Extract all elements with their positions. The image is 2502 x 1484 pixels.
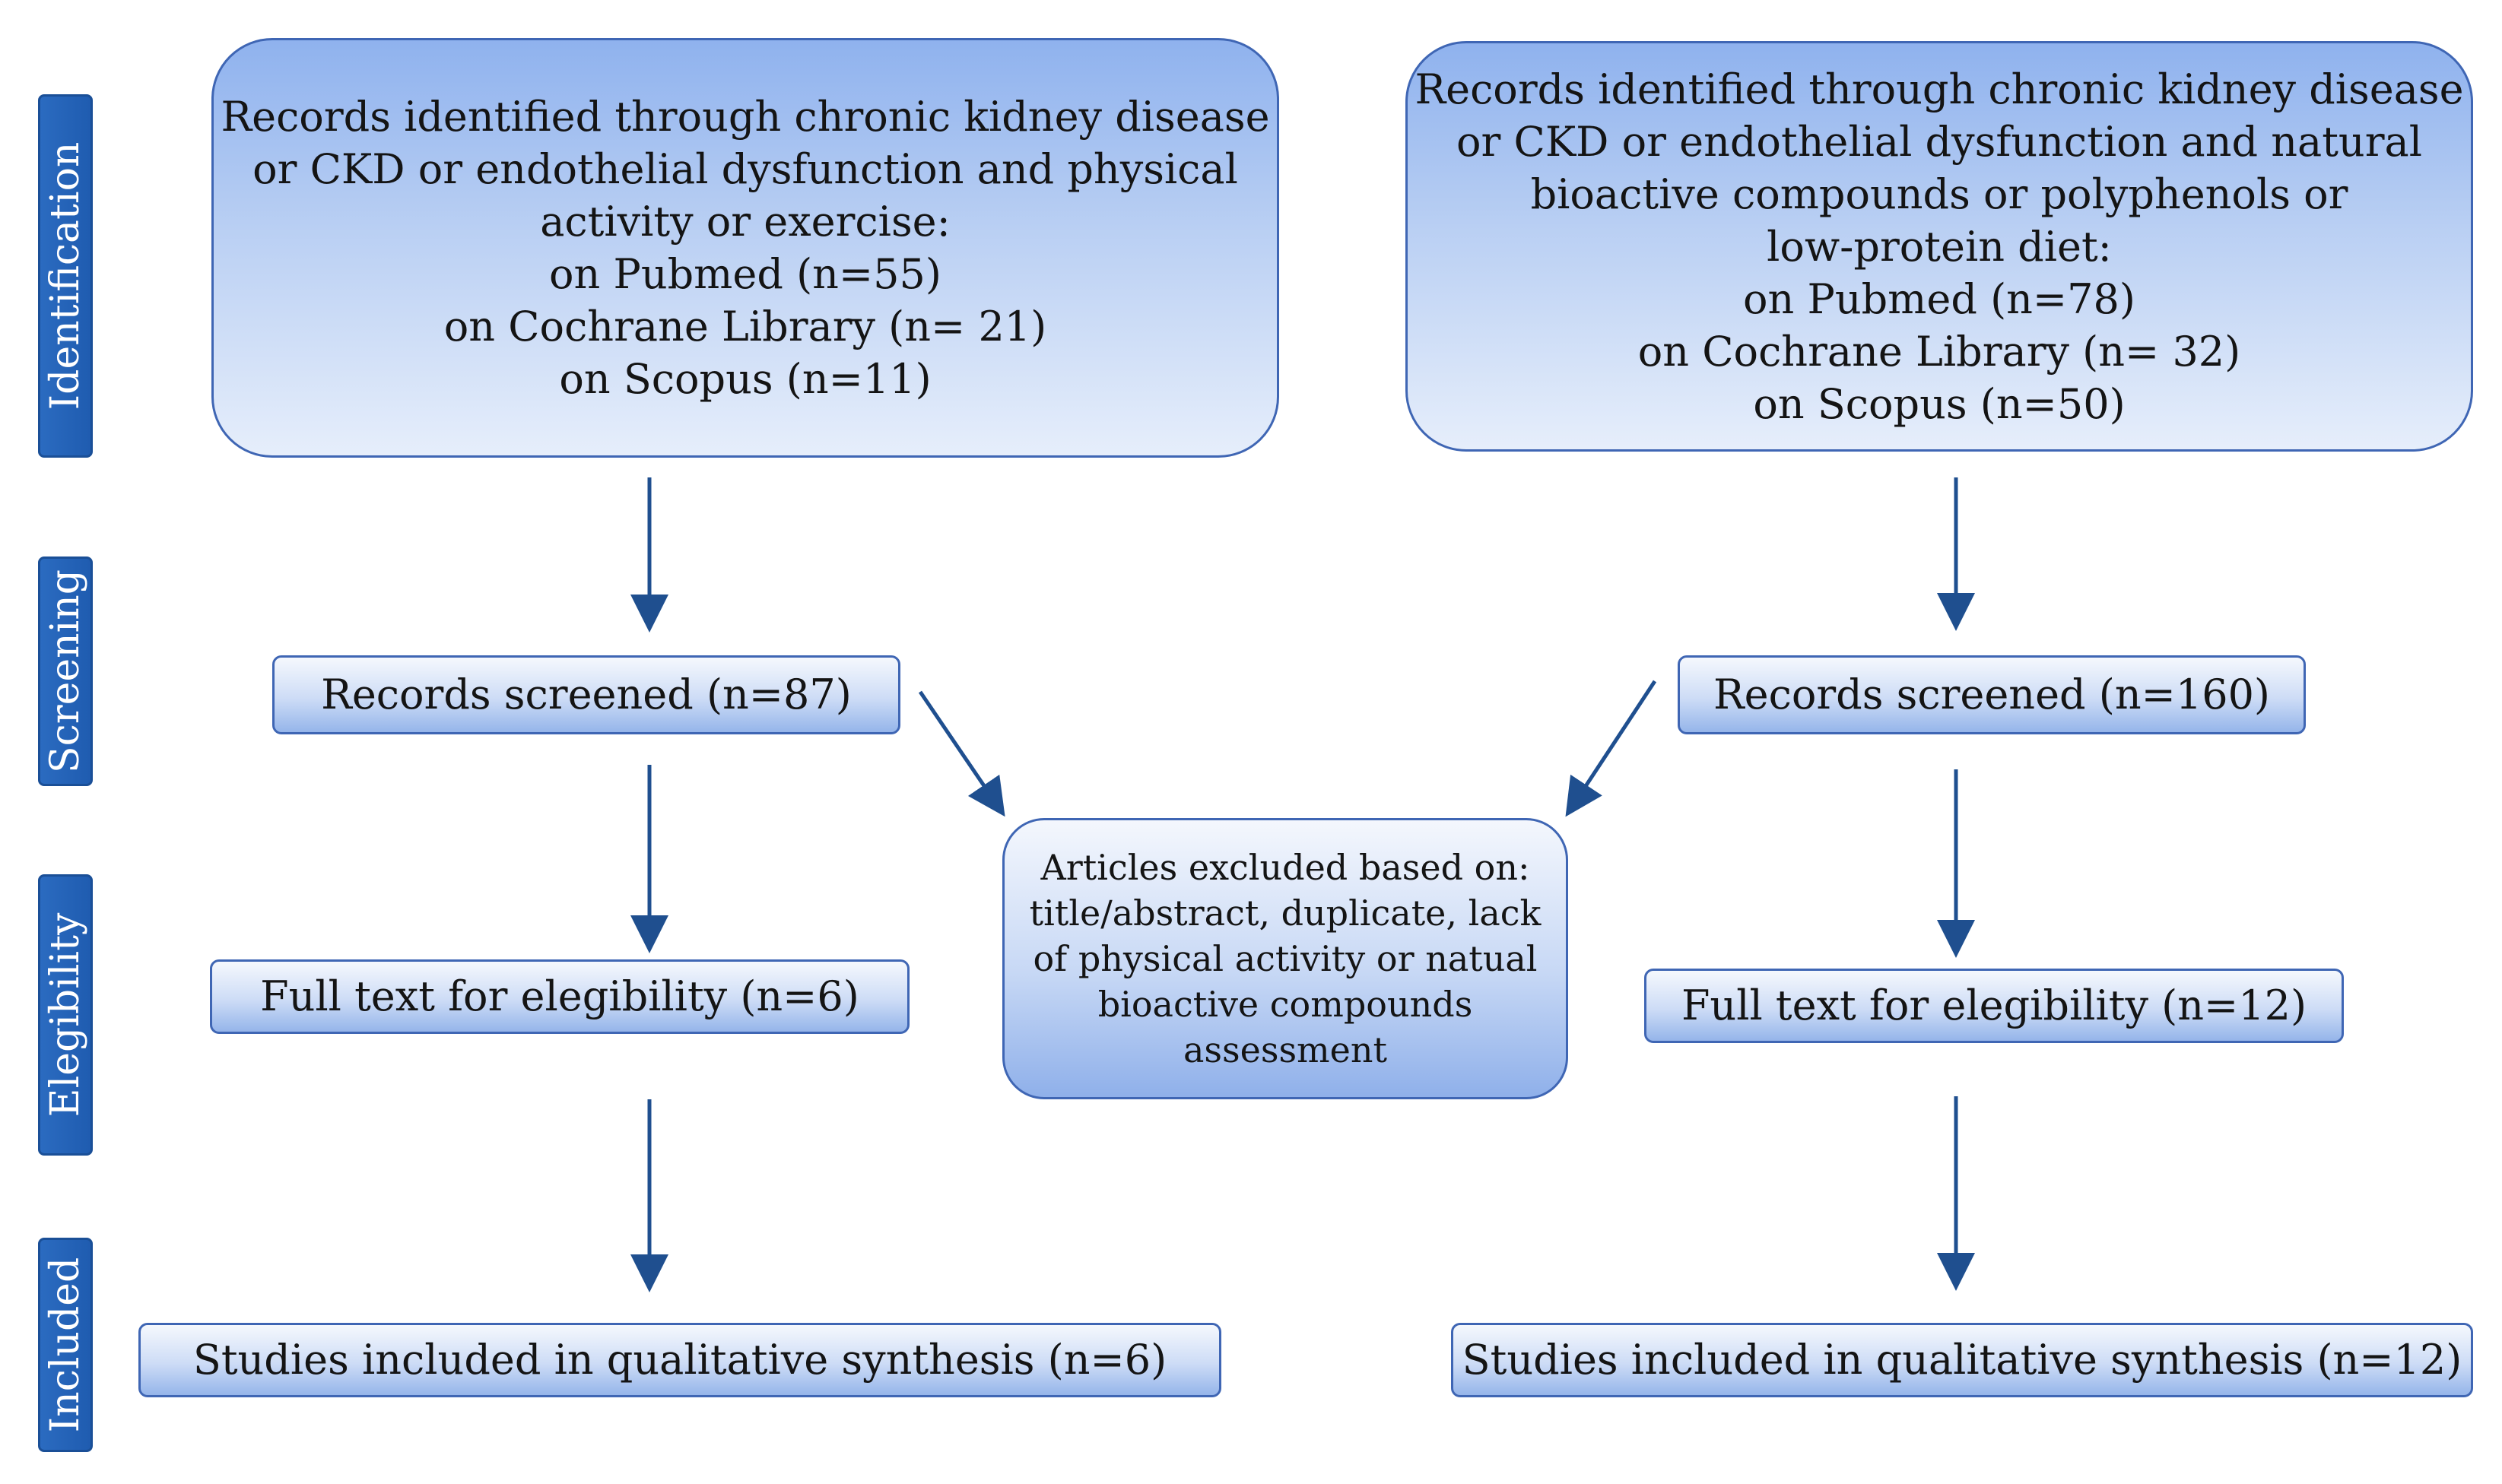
right-identification-line-4: low-protein diet: (1767, 222, 2112, 271)
left-identification-line-5: on Cochrane Library (n= 21) (443, 303, 1047, 350)
excluded-line-5: assessment (1183, 1029, 1388, 1070)
left-fulltext-text: Full text for elegibility (n=6) (260, 972, 859, 1020)
right-screened-text: Records screened (n=160) (1713, 671, 2270, 718)
left-screened-box: Records screened (n=87) (272, 655, 900, 734)
excluded-line-2: title/abstract, duplicate, lack (1029, 893, 1542, 934)
right-identification-line-2: or CKD or endothelial dysfunction and na… (1456, 117, 2422, 166)
excluded-line-3: of physical activity or natual (1033, 938, 1538, 979)
right-included-box: Studies included in qualitative synthesi… (1451, 1323, 2473, 1397)
left-included-box: Studies included in qualitative synthesi… (138, 1323, 1221, 1397)
right-included-text: Studies included in qualitative synthesi… (1462, 1336, 2462, 1384)
excluded-line-1: Articles excluded based on: (1040, 847, 1530, 888)
left-identification-line-2: or CKD or endothelial dysfunction and ph… (252, 145, 1238, 193)
left-identification-box: Records identified through chronic kidne… (211, 38, 1279, 458)
stage-included: Included (38, 1238, 93, 1452)
right-identification-line-7: on Scopus (n=50) (1753, 379, 2126, 428)
right-identification-line-5: on Pubmed (n=78) (1743, 274, 2135, 323)
right-fulltext-box: Full text for elegibility (n=12) (1644, 969, 2344, 1043)
left-identification-line-1: Records identified through chronic kidne… (221, 93, 1270, 141)
stage-screening: Screening (38, 556, 93, 786)
right-identification-line-6: on Cochrane Library (n= 32) (1637, 327, 2241, 376)
left-identification-line-4: on Pubmed (n=55) (549, 250, 941, 298)
right-screened-box: Records screened (n=160) (1678, 655, 2306, 734)
right-identification-line-3: bioactive compounds or polyphenols or (1530, 170, 2348, 218)
left-screened-text: Records screened (n=87) (321, 671, 852, 718)
left-included-text: Studies included in qualitative synthesi… (192, 1336, 1167, 1384)
right-fulltext-text: Full text for elegibility (n=12) (1681, 981, 2307, 1029)
stage-identification: Identification (38, 94, 93, 458)
arrow-right-screened-to-excluded (1565, 680, 1657, 817)
right-identification-line-1: Records identified through chronic kidne… (1415, 65, 2464, 113)
excluded-box: Articles excluded based on: title/abstra… (1002, 818, 1568, 1099)
stage-elegibility: Elegibility (38, 874, 93, 1156)
left-identification-line-6: on Scopus (n=11) (559, 355, 932, 403)
arrow-left-screened-to-excluded (918, 690, 1005, 817)
right-identification-box: Records identified through chronic kidne… (1405, 41, 2473, 452)
left-fulltext-box: Full text for elegibility (n=6) (210, 959, 910, 1034)
left-identification-line-3: activity or exercise: (540, 198, 951, 246)
excluded-line-4: bioactive compounds (1097, 984, 1473, 1025)
